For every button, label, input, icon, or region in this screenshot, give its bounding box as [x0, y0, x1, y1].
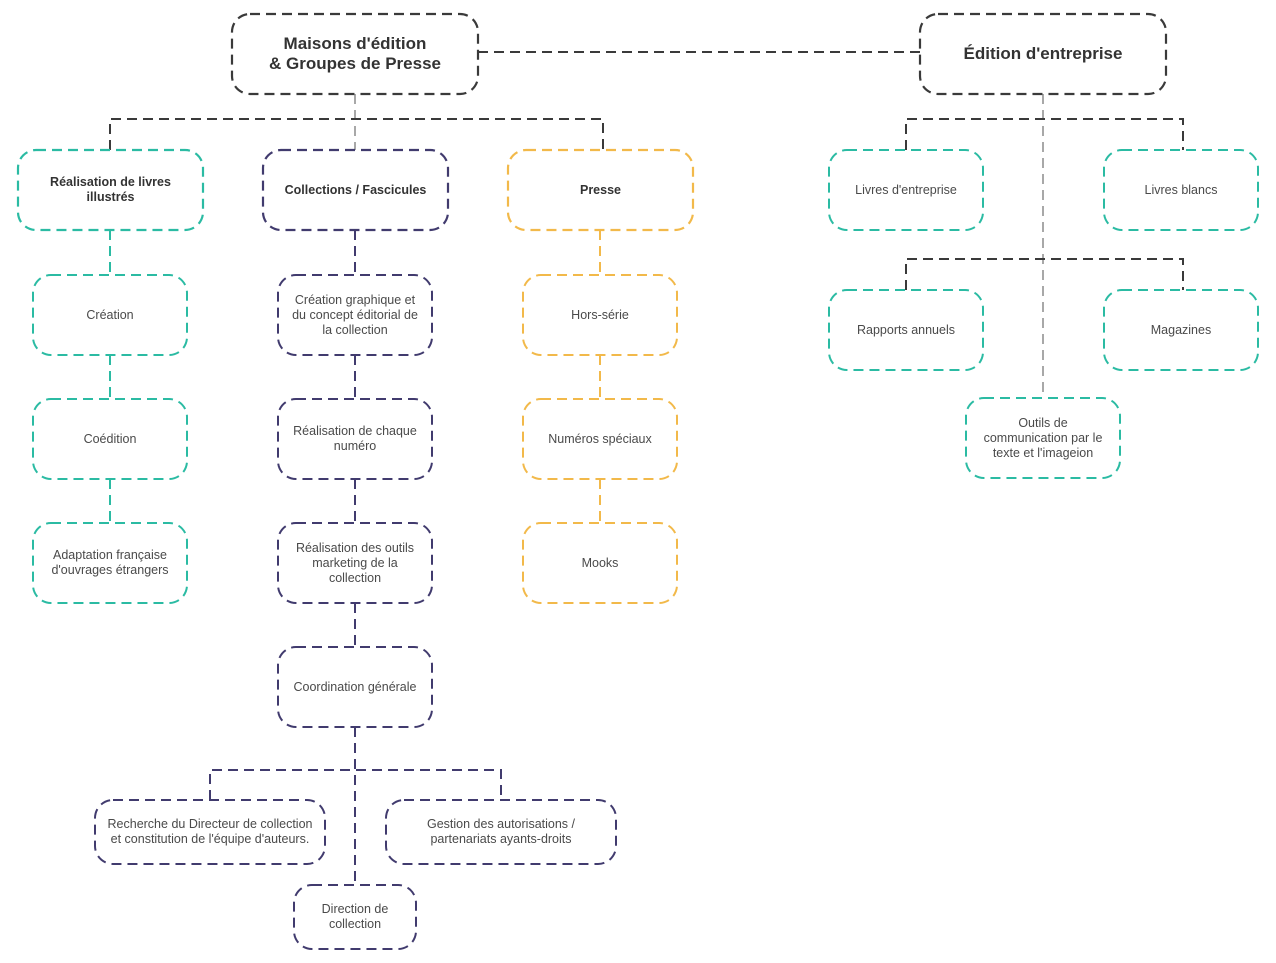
box-collections: [261, 148, 450, 232]
node-corporate-books: Livres d'entreprise: [855, 182, 957, 197]
node-annual-reports: Rapports annuels: [857, 322, 955, 337]
connector-publishers-bar: [109, 118, 604, 150]
node-director-search: Recherche du Directeur de collection et …: [107, 817, 313, 846]
box-illustrated-books: [16, 148, 205, 232]
box-white-papers: [1103, 149, 1259, 231]
box-corporate: [918, 12, 1168, 96]
node-white-papers: Livres blancs: [1144, 182, 1218, 197]
box-collection-direction: [293, 884, 417, 950]
connector-corporate-bar-1: [905, 118, 1184, 150]
box-press: [506, 148, 695, 232]
node-special-issues: Numéros spéciaux: [548, 431, 652, 446]
node-collections: Collections / Fascicules: [284, 182, 427, 197]
box-coedition: [32, 398, 188, 480]
node-creation: Création: [86, 307, 134, 322]
box-adaptation: [32, 522, 188, 604]
box-rights: [385, 799, 617, 865]
box-director-search: [94, 799, 326, 865]
node-marketing-tools: Réalisation des outils marketing de la c…: [295, 540, 415, 585]
node-comm-tools: Outils de communication par le texte et …: [983, 415, 1103, 460]
node-collection-direction: Direction de collection: [321, 902, 389, 931]
box-special-issues: [522, 398, 678, 480]
connector-corporate-bar-2: [905, 258, 1184, 290]
node-each-issue: Réalisation de chaque numéro: [293, 424, 417, 453]
node-publishers: Maisons d'édition & Groupes de Presse: [269, 33, 441, 73]
node-corporate: Édition d'entreprise: [963, 43, 1123, 63]
box-creation: [32, 274, 188, 356]
box-special-series: [522, 274, 678, 356]
node-press: Presse: [579, 182, 621, 197]
node-magazines: Magazines: [1150, 322, 1212, 337]
box-mooks: [522, 522, 678, 604]
box-each-issue: [277, 398, 433, 480]
box-annual-reports: [828, 289, 984, 371]
node-adaptation: Adaptation française d'ouvrages étranger…: [51, 548, 169, 577]
node-special-series: Hors-série: [571, 307, 629, 322]
box-marketing-tools: [277, 522, 433, 604]
node-coordination: Coordination générale: [293, 679, 417, 694]
box-magazines: [1103, 289, 1259, 371]
box-corporate-books: [828, 149, 984, 231]
box-comm-tools: [965, 397, 1121, 479]
node-graphic-concept: Création graphique et du concept éditori…: [292, 292, 418, 337]
node-rights: Gestion des autorisations / partenariats…: [427, 817, 575, 846]
box-graphic-concept: [277, 274, 433, 356]
node-coedition: Coédition: [83, 431, 137, 446]
connector-purple-bar: [209, 769, 502, 800]
box-coordination: [277, 646, 433, 728]
node-mooks: Mooks: [581, 555, 619, 570]
node-illustrated-books: Réalisation de livres illustrés: [50, 175, 171, 204]
box-publishers: [230, 12, 480, 96]
